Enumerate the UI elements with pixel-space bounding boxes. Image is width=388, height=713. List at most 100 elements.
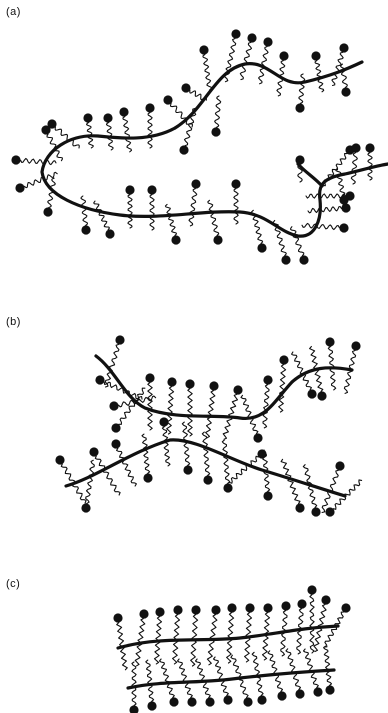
hydrocarbon-tail [201,431,211,476]
polar-head [325,685,335,695]
polar-head [139,609,149,619]
polar-head [279,51,289,61]
hydrocarbon-tail [233,188,239,225]
polar-head [171,235,181,245]
hydrocarbon-tail [335,167,346,197]
polar-head [263,603,273,613]
hydrocarbon-tail [251,651,264,697]
amphiphile [185,379,195,437]
polar-head [145,373,155,383]
hydrocarbon-tail [118,387,146,425]
backbone-c-lower [126,668,336,690]
hydrocarbon-tail [206,614,218,666]
amphiphile [309,345,327,401]
amphiphile [95,375,143,400]
hydrocarbon-tail [262,384,270,429]
amphiphiles-b [55,335,363,517]
hydrocarbon-tail [309,594,315,654]
hydrocarbon-tail [230,654,249,699]
polar-head [191,179,201,189]
polar-head [167,377,177,387]
amphiphile [93,200,115,239]
polar-head [11,155,21,165]
polar-head [89,447,99,457]
polar-head [191,605,201,615]
amphiphile [89,447,121,496]
hydrocarbon-tail [207,199,220,237]
hydrocarbon-tail [323,611,345,648]
polar-head [15,183,25,193]
polar-head [119,107,129,117]
amphiphile [15,171,58,193]
hydrocarbon-tail [367,152,373,181]
hydrocarbon-tail [166,386,175,435]
hydrocarbon-tail [147,382,153,431]
hydrocarbon-tail [172,614,181,665]
hydrocarbon-tail [309,345,324,393]
amphiphile [181,83,207,101]
hydrocarbon-tail [280,610,288,657]
amphiphile [207,199,223,245]
hydrocarbon-tail [127,194,133,229]
hydrocarbon-tail [291,351,312,391]
hydrocarbon-tail [93,200,110,231]
amphiphile [199,45,213,91]
amphiphile [119,107,133,153]
hydrocarbon-tail [131,661,137,706]
polar-head [169,697,179,707]
panel-a: (a) [0,0,388,300]
amphiphile [323,603,351,648]
hydrocarbon-tail [60,463,87,504]
polar-head [103,113,113,123]
amphiphile [103,113,114,151]
polar-head [95,375,105,385]
hydrocarbon-tail [105,122,114,151]
polar-head [227,603,237,613]
polar-head [211,127,221,137]
amphiphile [206,605,221,666]
amphiphile [261,449,273,501]
hydrocarbon-tail [183,107,197,147]
polar-head [341,87,351,97]
hydrocarbon-tail [194,658,211,699]
polar-head [143,473,153,483]
amphiphile [262,375,273,429]
hydrocarbon-tail [267,650,284,693]
amphiphile [159,417,171,467]
hydrocarbon-tail [134,618,146,667]
amphiphile [331,43,349,87]
polar-head [263,375,273,385]
polar-head [313,687,323,697]
polar-head [297,599,307,609]
hydrocarbon-tail [85,459,95,505]
amphiphiles-c [113,585,351,713]
amphiphile [41,125,63,162]
amphiphile [190,605,201,667]
polar-head [257,449,267,459]
hydrocarbon-tail [302,648,319,689]
polar-head [307,585,317,595]
amphiphile [296,599,307,655]
polar-head [129,705,139,713]
amphiphile [109,395,157,411]
hydrocarbon-tail [302,464,318,509]
polar-head [83,113,93,123]
amphiphile [166,377,177,435]
hydrocarbon-tail [322,152,348,187]
polar-head [281,255,291,265]
hydrocarbon-tail [212,656,229,697]
hydrocarbon-tail [149,194,155,231]
polar-head [277,691,287,701]
polar-head [263,491,273,501]
hydrocarbon-tail [307,205,342,214]
hydrocarbon-tail [122,116,133,153]
hydrocarbon-tail [244,612,253,663]
amphiphile [224,29,241,83]
amphiphile [80,195,91,235]
hydrocarbon-tail [164,203,178,237]
amphiphile [145,659,157,711]
polar-head [47,119,57,129]
backbone-b-upper [94,354,354,421]
polar-head [311,51,321,61]
amphiphile [205,381,219,439]
